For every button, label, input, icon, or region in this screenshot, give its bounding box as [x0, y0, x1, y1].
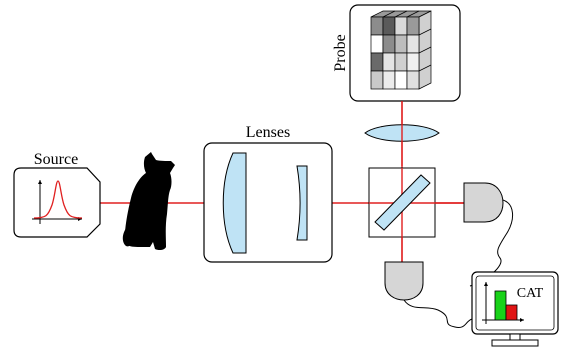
cat-label: CAT [517, 286, 544, 301]
gaussian-pulse-icon [32, 180, 83, 224]
cat-silhouette-icon [122, 152, 175, 251]
bar-chart-monitor-icon [471, 271, 559, 347]
lenses-label: Lenses [246, 124, 290, 141]
source-label: Source [34, 151, 78, 168]
right-detector [463, 182, 504, 223]
bar-green [494, 290, 507, 321]
convex-lens [222, 152, 247, 254]
bar-red [505, 304, 518, 321]
pixel-grid-cube-icon [370, 10, 432, 90]
beam-splitter [368, 167, 436, 238]
probe-label: Probe [332, 34, 349, 71]
concave-lens [296, 165, 308, 241]
bottom-detector [384, 261, 424, 301]
cable-bottom-detector [403, 299, 479, 328]
probe-box [349, 4, 461, 102]
lenses-box [203, 142, 333, 263]
source-box [13, 167, 101, 238]
